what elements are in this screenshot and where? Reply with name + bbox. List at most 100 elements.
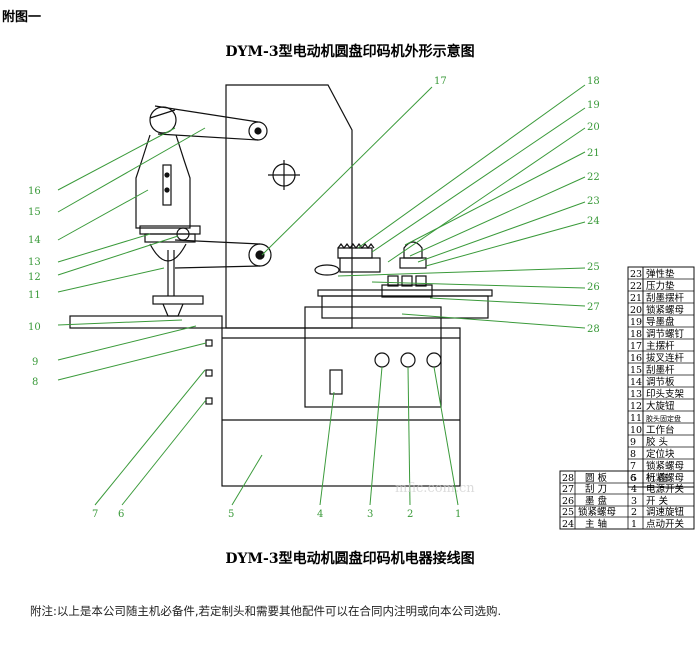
machine-base xyxy=(221,327,461,487)
main-column xyxy=(225,84,353,329)
part-name: 胶 头 xyxy=(646,436,668,448)
part-name: 调节螺钉 xyxy=(646,329,685,340)
part-name: 锁紧螺母 xyxy=(646,460,684,472)
part-no: 2 xyxy=(631,507,637,518)
machine-drawing xyxy=(69,84,493,487)
part-no: 14 xyxy=(630,377,642,388)
part-name: 锁紧螺母 xyxy=(646,304,684,316)
diagram-title: DYM-3型电动机圆盘印码机外形示意图 xyxy=(225,44,475,60)
part-name: 电源开关 xyxy=(646,483,685,495)
part-name: 圆 板 xyxy=(585,472,608,484)
part-no: 7 xyxy=(630,461,636,472)
part-no: 21 xyxy=(630,293,642,304)
part-no: 4 xyxy=(631,484,637,495)
part-no: 9 xyxy=(630,437,636,448)
part-no: 12 xyxy=(630,401,642,412)
part-no: 18 xyxy=(630,329,642,340)
part-name: 拔叉连杆 xyxy=(646,352,685,364)
part-no: 5 xyxy=(631,473,637,484)
callout-20: 20 xyxy=(587,122,600,133)
part-name: 墨 盘 xyxy=(585,495,608,507)
part-name: 调速旋钮 xyxy=(646,506,685,518)
part-no: 3 xyxy=(631,496,637,507)
part-name: 行紧螺母 xyxy=(646,472,684,484)
part-name: 调节板 xyxy=(646,376,675,388)
part-no: 20 xyxy=(630,305,642,316)
part-name: 刮墨杆 xyxy=(646,364,675,376)
callout-22: 22 xyxy=(587,172,600,183)
callout-lines xyxy=(57,84,586,506)
gear xyxy=(337,247,373,259)
part-no: 11 xyxy=(630,413,642,424)
part-name: 定位块 xyxy=(646,448,675,460)
part-no: 8 xyxy=(630,449,636,460)
callout-4: 4 xyxy=(317,509,323,520)
part-name: 大旋钮 xyxy=(646,400,675,412)
callout-15: 15 xyxy=(28,207,41,218)
part-no: 17 xyxy=(630,341,642,352)
part-name: 压力垫 xyxy=(646,280,675,292)
part-no: 6 xyxy=(630,473,636,484)
worktable xyxy=(69,315,223,329)
part-no: 15 xyxy=(630,365,642,376)
callout-13: 13 xyxy=(28,257,41,268)
part-no: 28 xyxy=(562,473,574,484)
part-name: 锁紧螺母 xyxy=(578,506,616,518)
callout-5: 5 xyxy=(228,509,234,520)
part-no: 24 xyxy=(562,519,574,530)
part-name: 主 轴 xyxy=(585,518,607,530)
callout-9: 9 xyxy=(32,357,38,368)
callout-14: 14 xyxy=(28,235,41,246)
callout-25: 25 xyxy=(587,262,600,273)
gear-teeth xyxy=(337,243,375,249)
big-knob xyxy=(176,227,190,241)
watermark: mfic.com.cn xyxy=(395,481,475,496)
upper-belt xyxy=(154,105,259,141)
callout-26: 26 xyxy=(587,282,600,293)
callout-28: 28 xyxy=(587,324,600,335)
callout-16: 16 xyxy=(28,186,41,197)
part-name: 弹性垫 xyxy=(646,268,675,280)
part-name: 刮 刀 xyxy=(585,483,607,495)
part-no: 16 xyxy=(630,353,642,364)
callout-19: 19 xyxy=(587,100,600,111)
control-box xyxy=(304,306,442,408)
callout-12: 12 xyxy=(28,272,41,283)
callout-21: 21 xyxy=(587,148,600,159)
part-no: 23 xyxy=(630,269,642,280)
callout-18: 18 xyxy=(587,76,600,87)
part-name: 机 座 xyxy=(646,472,669,484)
callout-2: 2 xyxy=(407,509,413,520)
callout-1: 1 xyxy=(455,509,461,520)
upper-idler xyxy=(248,121,268,141)
print-head-body xyxy=(135,134,191,229)
part-no: 19 xyxy=(630,317,642,328)
doctor-arm xyxy=(339,257,381,273)
callout-numbers: 16 15 14 13 12 11 10 9 8 17 18 19 20 21 … xyxy=(28,76,600,520)
callout-8: 8 xyxy=(32,377,38,388)
speed-knob xyxy=(400,352,416,368)
part-name: 导墨盘 xyxy=(646,316,675,328)
callout-11: 11 xyxy=(28,290,41,301)
footnote: 附注:以上是本公司随主机必备件,若定制头和需要其他配件可以在合同内注明或向本公司… xyxy=(30,604,502,618)
part-no: 27 xyxy=(562,484,574,495)
part-name: 点动开关 xyxy=(646,518,685,530)
part-no: 10 xyxy=(630,425,642,436)
callout-10: 10 xyxy=(28,322,41,333)
part-name: 刮墨摆杆 xyxy=(646,292,685,304)
rubber-head xyxy=(162,303,184,317)
part-no: 25 xyxy=(562,507,574,518)
part-name: 主摆杆 xyxy=(646,340,675,352)
part-name: 工作台 xyxy=(646,424,675,436)
jog-button xyxy=(426,352,442,368)
rubber-head-plate xyxy=(152,295,204,305)
callout-23: 23 xyxy=(587,196,600,207)
lower-belt xyxy=(174,239,261,269)
callout-7: 7 xyxy=(92,509,98,520)
part-no: 26 xyxy=(562,496,574,507)
appendix-label: 附图一 xyxy=(2,10,42,25)
lower-pulley xyxy=(248,243,272,267)
callout-6: 6 xyxy=(118,509,124,520)
